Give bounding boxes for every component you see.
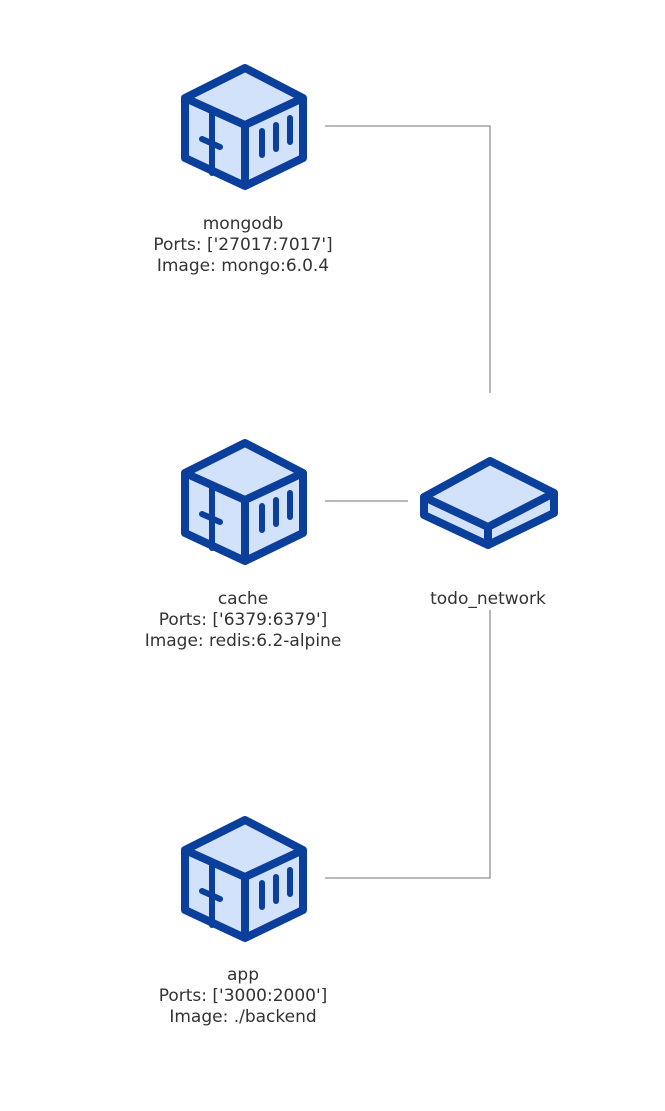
node-name: cache	[218, 589, 268, 609]
container-icon	[185, 68, 303, 186]
node-name: todo_network	[430, 589, 546, 609]
node-ports: Ports: ['6379:6379']	[159, 610, 328, 630]
node-ports: Ports: ['27017:7017']	[153, 235, 332, 255]
node-cache-label: cache Ports: ['6379:6379'] Image: redis:…	[145, 589, 342, 651]
node-name: app	[227, 965, 259, 985]
node-ports: Ports: ['3000:2000']	[159, 986, 328, 1006]
edge-mongodb-network	[325, 125, 491, 393]
edge-app-network	[325, 610, 491, 879]
node-image: Image: redis:6.2-alpine	[145, 631, 342, 651]
node-todo-network[interactable]: todo_network	[424, 461, 554, 609]
node-mongodb-label: mongodb Ports: ['27017:7017'] Image: mon…	[153, 214, 332, 276]
node-app[interactable]: app Ports: ['3000:2000'] Image: ./backen…	[159, 820, 328, 1027]
node-mongodb[interactable]: mongodb Ports: ['27017:7017'] Image: mon…	[153, 68, 333, 276]
container-icon	[185, 443, 303, 561]
node-network-label: todo_network	[430, 589, 546, 609]
network-icon	[424, 461, 554, 545]
node-image: Image: ./backend	[169, 1007, 316, 1027]
node-app-label: app Ports: ['3000:2000'] Image: ./backen…	[159, 965, 328, 1027]
node-image: Image: mongo:6.0.4	[157, 256, 329, 276]
node-cache[interactable]: cache Ports: ['6379:6379'] Image: redis:…	[145, 443, 342, 651]
container-icon	[185, 820, 303, 938]
node-name: mongodb	[203, 214, 284, 234]
